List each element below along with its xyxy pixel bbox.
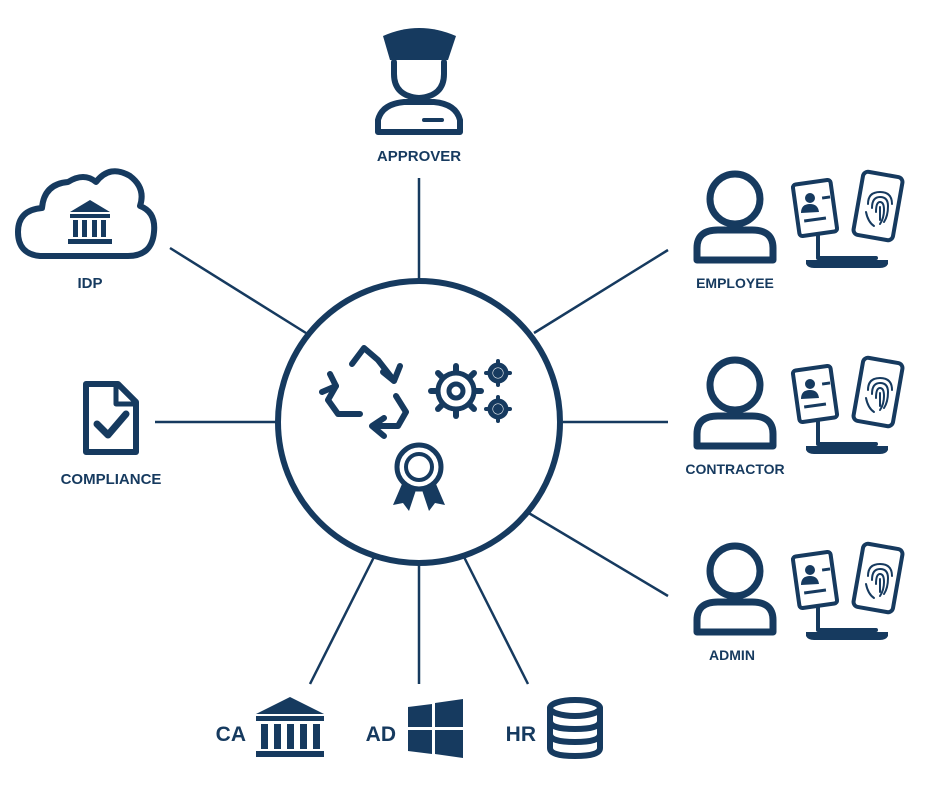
node-employee: EMPLOYEE (693, 169, 905, 291)
idp-label: IDP (77, 275, 102, 292)
node-compliance: COMPLIANCE (61, 381, 162, 488)
connector-admin (526, 510, 669, 598)
hub-circle (275, 278, 563, 566)
phone-fingerprint-icon (851, 541, 905, 615)
admin-label: ADMIN (709, 647, 755, 663)
award-ribbon-icon (393, 442, 445, 511)
laptop-icon (806, 226, 888, 268)
ad-label: AD (366, 723, 396, 746)
node-ca: CA (216, 697, 324, 757)
phone-fingerprint-icon (851, 169, 905, 243)
node-idp: IDP (15, 168, 158, 292)
id-card-icon (790, 177, 840, 239)
hr-label: HR (506, 723, 536, 746)
node-hr: HR (506, 697, 603, 759)
employee-label: EMPLOYEE (696, 275, 774, 291)
connector-employee (533, 248, 669, 335)
windows-icon (408, 699, 463, 758)
officer-icon (375, 28, 463, 135)
phone-fingerprint-icon (851, 355, 905, 429)
user-icon (693, 170, 777, 264)
laptop-icon (806, 598, 888, 640)
recycle-icon (319, 345, 409, 439)
node-contractor: CONTRACTOR (685, 355, 905, 477)
connector-hr (460, 552, 530, 685)
node-approver: APPROVER (375, 28, 463, 165)
id-card-icon (790, 549, 840, 611)
approver-label: APPROVER (377, 148, 461, 165)
cloud-bank-icon (15, 168, 158, 259)
connector-idp (169, 246, 307, 335)
contractor-label: CONTRACTOR (685, 461, 784, 477)
central-hub (275, 278, 563, 566)
user-icon (693, 542, 777, 636)
laptop-icon (806, 412, 888, 454)
database-icon (547, 697, 603, 759)
id-card-icon (790, 363, 840, 425)
user-icon (693, 356, 777, 450)
gears-icon (428, 359, 512, 423)
bank-icon (256, 697, 324, 757)
document-check-icon (83, 381, 139, 455)
connector-ca (308, 552, 378, 685)
node-admin: ADMIN (693, 541, 905, 663)
compliance-label: COMPLIANCE (61, 471, 162, 488)
node-ad: AD (366, 699, 463, 758)
connectors (155, 178, 669, 685)
ca-label: CA (216, 723, 246, 746)
